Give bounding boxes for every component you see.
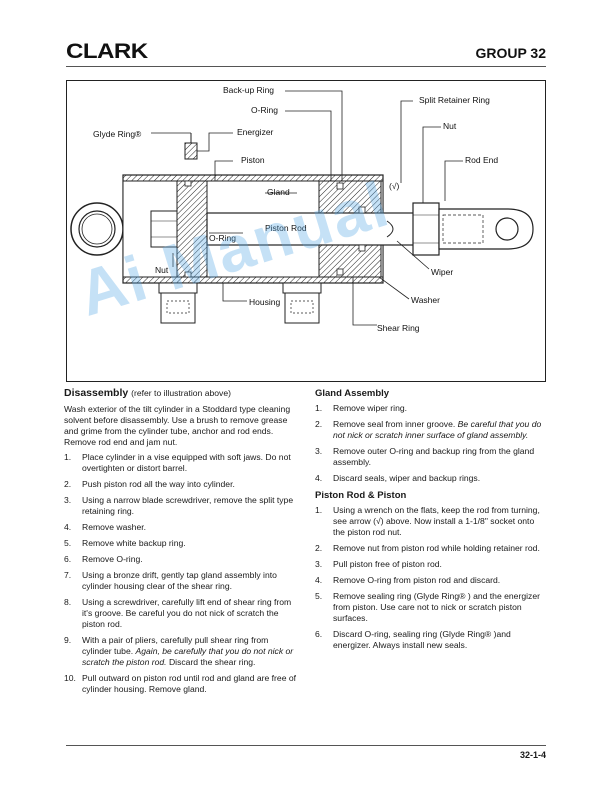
piston-rod: [206, 212, 438, 246]
label-o-ring-mid: O-Ring: [209, 233, 236, 243]
list-item: 4.Remove O-ring from piston rod and disc…: [315, 575, 501, 585]
port-left: [158, 282, 198, 324]
list-item: 3.Remove outer O-ring and backup ring fr…: [315, 446, 535, 467]
list-item: 6.Remove O-ring.: [64, 554, 143, 564]
right-column: Gland Assembly 1.Remove wiper ring. 2.Re…: [315, 388, 547, 656]
rod-end-nut: [412, 202, 440, 256]
label-energizer: Energizer: [237, 127, 274, 137]
label-piston: Piston: [241, 155, 265, 165]
label-housing: Housing: [249, 297, 280, 307]
disassembly-heading: Disassembly (refer to illustration above…: [64, 387, 231, 399]
piston-rod-heading: Piston Rod & Piston: [315, 490, 407, 501]
piston-nut: [150, 210, 178, 248]
gland: [318, 180, 382, 214]
clark-logo: CLARK: [66, 40, 148, 63]
label-nut-left: Nut: [155, 265, 169, 275]
label-check-mark: (√): [389, 181, 399, 191]
piston-body: [176, 180, 208, 278]
label-wiper: Wiper: [431, 267, 453, 277]
label-rod-end: Rod End: [465, 155, 498, 165]
label-o-ring-top: O-Ring: [251, 105, 278, 115]
list-item: 3.Using a narrow blade screwdriver, remo…: [64, 495, 294, 516]
list-item: 5.Remove sealing ring (Glyde Ring® ) and…: [315, 591, 540, 623]
list-item: 9.With a pair of pliers, carefully pull …: [64, 635, 294, 667]
list-item: 1.Using a wrench on the flats, keep the …: [315, 505, 540, 537]
port-right: [282, 282, 322, 324]
list-item: 2.Push piston rod all the way into cylin…: [64, 479, 235, 489]
list-item: 6.Discard O-ring, sealing ring (Glyde Ri…: [315, 629, 511, 650]
label-gland: Gland: [267, 187, 290, 197]
label-nut-top: Nut: [443, 121, 457, 131]
piston-steps: 1.Using a wrench on the flats, keep the …: [315, 505, 547, 651]
list-item: 5.Remove white backup ring.: [64, 538, 186, 548]
gland-assembly-heading: Gland Assembly: [315, 388, 390, 399]
list-item: 1.Place cylinder in a vise equipped with…: [64, 452, 291, 473]
disassembly-steps: 1.Place cylinder in a vise equipped with…: [64, 452, 299, 695]
header-divider: [66, 66, 546, 67]
label-washer: Washer: [411, 295, 440, 305]
cylinder-diagram: Back-up Ring O-Ring Glyde Ring® Energize…: [70, 85, 534, 333]
footer-divider: [66, 745, 546, 746]
cylinder-illustration: Back-up Ring O-Ring Glyde Ring® Energize…: [66, 80, 546, 382]
gland-steps: 1.Remove wiper ring. 2.Remove seal from …: [315, 403, 547, 484]
disassembly-section: Disassembly (refer to illustration above…: [64, 388, 299, 700]
label-split-retainer-ring: Split Retainer Ring: [419, 95, 490, 105]
label-backup-ring: Back-up Ring: [223, 85, 274, 95]
label-glyde-ring: Glyde Ring®: [93, 129, 142, 139]
glyde-ring-detail: [184, 133, 198, 160]
page-number: 32-1-4: [519, 750, 546, 760]
list-item: 2.Remove seal from inner groove. Be care…: [315, 419, 542, 440]
disassembly-intro: Wash exterior of the tilt cylinder in a …: [64, 404, 291, 447]
label-piston-rod: Piston Rod: [265, 223, 307, 233]
label-shear-ring: Shear Ring: [377, 323, 420, 333]
list-item: 10.Pull outward on piston rod until rod …: [64, 673, 297, 694]
list-item: 1.Remove wiper ring.: [315, 403, 408, 413]
group-title: GROUP 32: [475, 45, 546, 61]
list-item: 8.Using a screwdriver, carefully lift en…: [64, 597, 292, 629]
list-item: 2.Remove nut from piston rod while holdi…: [315, 543, 540, 553]
list-item: 3.Pull piston free of piston rod.: [315, 559, 442, 569]
list-item: 7.Using a bronze drift, gently tap gland…: [64, 570, 277, 591]
list-item: 4.Remove washer.: [64, 522, 147, 532]
list-item: 4.Discard seals, wiper and backup rings.: [315, 473, 481, 483]
wiper: [386, 220, 394, 238]
